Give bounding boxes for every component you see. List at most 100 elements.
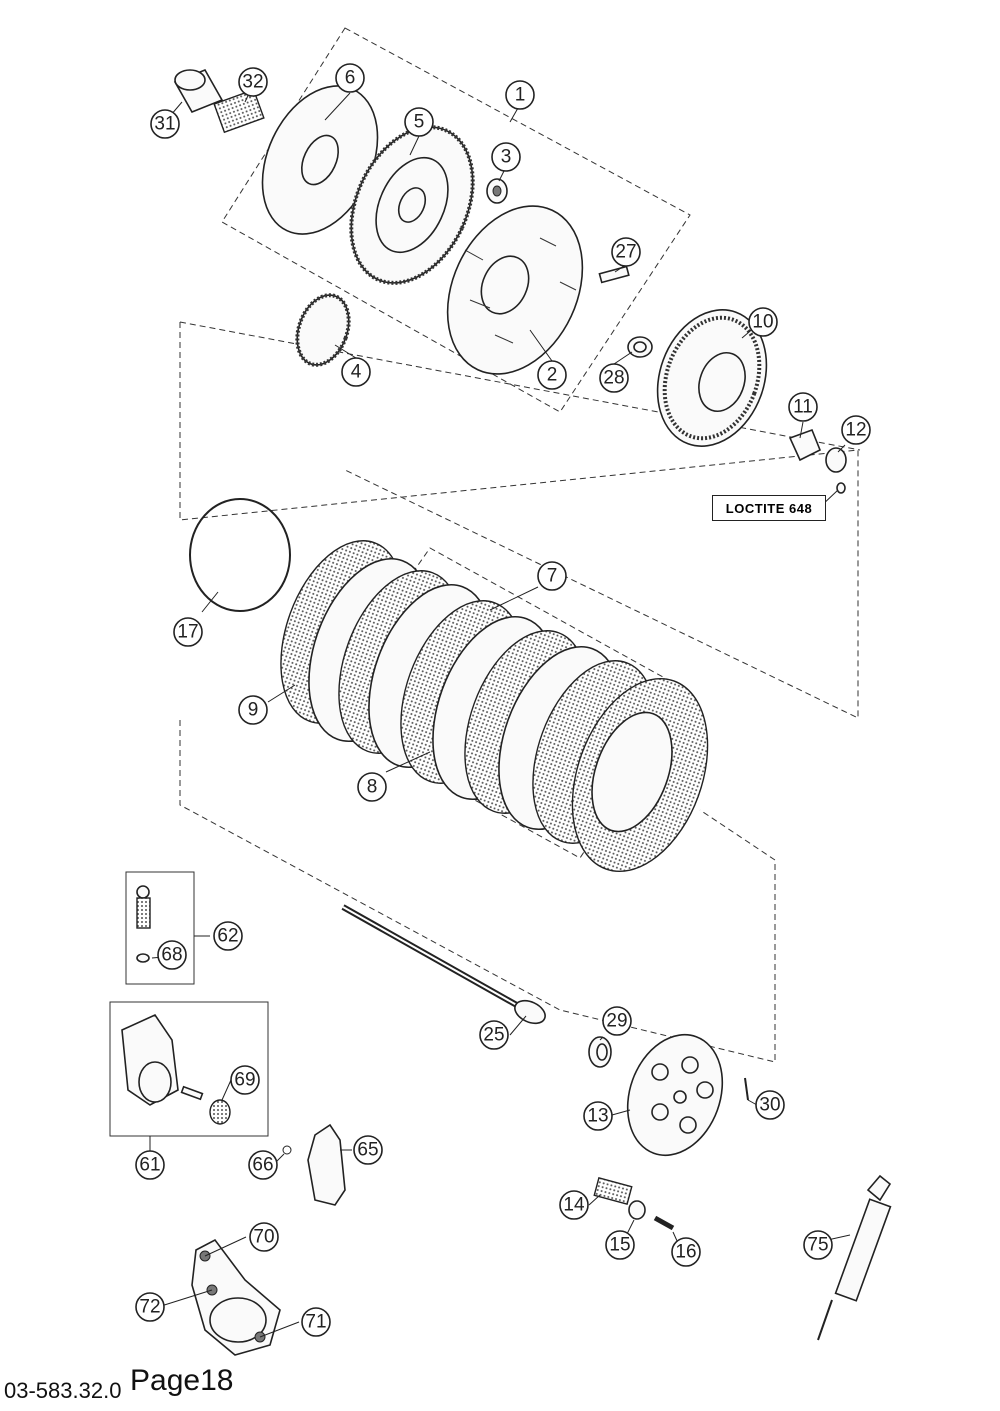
part-12-nut [825,447,847,494]
svg-text:11: 11 [793,397,813,418]
callout-14: 14 [559,1190,589,1220]
svg-text:25: 25 [483,1025,504,1046]
svg-text:31: 31 [154,114,175,135]
svg-text:27: 27 [615,242,636,263]
svg-text:3: 3 [501,147,512,168]
svg-text:7: 7 [547,566,558,587]
svg-text:10: 10 [752,312,773,333]
svg-text:65: 65 [357,1140,378,1161]
svg-text:68: 68 [161,945,182,966]
callout-68: 68 [157,940,187,970]
svg-text:8: 8 [367,777,378,798]
svg-text:2: 2 [547,365,558,386]
loctite-note-label: LOCTITE 648 [712,495,826,521]
callout-25: 25 [479,1020,509,1050]
svg-text:16: 16 [675,1242,696,1263]
part-27-pin [598,265,630,284]
part-5-primary-gear [349,125,475,285]
svg-text:5: 5 [414,112,425,133]
part-2-clutch-basket [446,205,584,375]
callout-30: 30 [755,1090,785,1120]
part-14-spring [593,1177,633,1205]
document-code: 03-583.32.0 [4,1378,122,1403]
callout-61: 61 [135,1150,165,1180]
svg-text:1: 1 [515,85,526,106]
callout-75: 75 [803,1230,833,1260]
svg-text:12: 12 [845,420,866,441]
part-29-bearing [588,1036,612,1068]
svg-text:15: 15 [609,1235,630,1256]
callout-62: 62 [213,921,243,951]
svg-text:17: 17 [177,622,198,643]
callout-28: 28 [599,363,629,393]
callout-11: 11 [788,392,818,422]
callout-71: 71 [301,1307,331,1337]
callout-1: 1 [505,80,535,110]
part-7-8-9-clutch-plate-pack [280,540,709,873]
part-31-bushing [173,68,224,114]
svg-text:66: 66 [252,1155,273,1176]
group-box-pushrod [179,720,776,1063]
callout-65: 65 [353,1135,383,1165]
group-box-pressure-side [179,322,859,719]
callout-8: 8 [357,772,387,802]
part-70-72-cover [191,1238,281,1356]
callout-32: 32 [238,67,268,97]
group-box-clutch-basket [221,27,691,413]
part-32-needle-bearing [213,88,265,134]
svg-text:71: 71 [305,1312,326,1333]
svg-text:62: 62 [217,926,238,947]
callout-6: 6 [335,63,365,93]
callout-27: 27 [611,237,641,267]
part-30-pin [744,1077,749,1101]
part-62-bleed-screw [136,885,151,963]
callout-66: 66 [248,1150,278,1180]
svg-text:61: 61 [139,1155,160,1176]
svg-text:13: 13 [587,1106,608,1127]
group-box-61 [109,1001,269,1137]
callout-72: 72 [135,1292,165,1322]
callout-3: 3 [491,142,521,172]
callout-5: 5 [404,107,434,137]
part-15-washer [628,1200,646,1220]
part-13-pressure-plate [626,1033,724,1157]
callout-31: 31 [150,109,180,139]
callout-12: 12 [841,415,871,445]
callout-10: 10 [748,307,778,337]
part-3-bushing [486,178,508,204]
svg-text:14: 14 [563,1195,585,1216]
callout-69: 69 [230,1065,260,1095]
part-10-inner-hub [656,309,768,447]
callout-70: 70 [249,1222,279,1252]
part-17-o-ring [189,498,291,612]
callout-13: 13 [583,1101,613,1131]
svg-text:75: 75 [807,1235,828,1256]
svg-text:29: 29 [606,1011,627,1032]
part-16-screw [653,1215,675,1231]
callout-29: 29 [602,1006,632,1036]
group-box-62 [125,871,195,985]
svg-text:9: 9 [248,700,259,721]
part-28-washer [627,336,653,358]
callout-16: 16 [671,1237,701,1267]
part-66-o-ring [282,1145,292,1155]
svg-text:70: 70 [253,1227,274,1248]
svg-text:72: 72 [139,1297,160,1318]
svg-text:30: 30 [759,1095,780,1116]
svg-text:69: 69 [234,1070,255,1091]
callout-9: 9 [238,695,268,725]
callout-2: 2 [537,360,567,390]
part-75-syringe [817,1174,892,1341]
callout-7: 7 [537,561,567,591]
callout-15: 15 [605,1230,635,1260]
dash-line [179,321,861,451]
callout-4: 4 [341,357,371,387]
part-11-lock-washer [788,428,822,462]
part-61-slave-cylinder [121,1013,231,1125]
svg-text:6: 6 [345,68,356,89]
callout-17: 17 [173,617,203,647]
page-label: Page18 [130,1364,234,1397]
part-65-gasket [307,1123,346,1206]
svg-text:28: 28 [603,368,624,389]
